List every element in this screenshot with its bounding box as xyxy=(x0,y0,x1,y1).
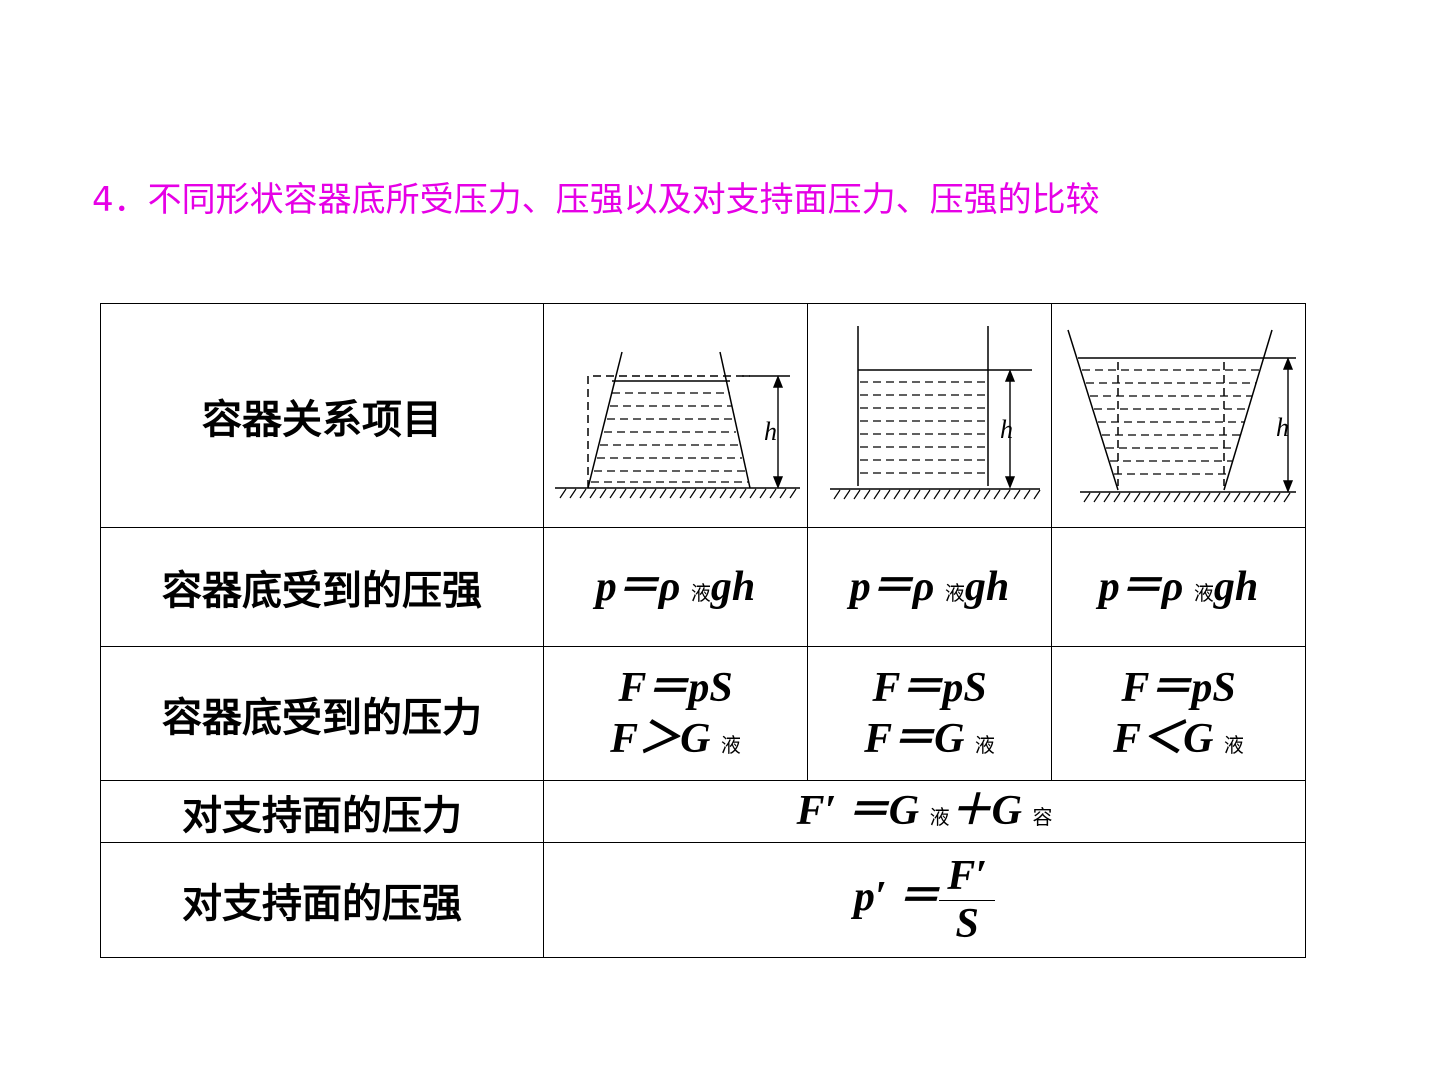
row-label-header: 容器关系项目 xyxy=(100,303,544,528)
trapezoid-narrow-top-container-diagram: h xyxy=(554,351,800,498)
height-label: h xyxy=(1276,413,1289,442)
table-row: 容器底受到的压强 p＝ρ 液gh p＝ρ 液gh p＝ρ 液gh xyxy=(100,527,1306,647)
bottom-pressure-cell-3: p＝ρ 液gh xyxy=(1051,527,1306,647)
diagram-cell-3: h xyxy=(1051,303,1306,528)
height-label: h xyxy=(1000,415,1013,444)
support-pressure-cell: p′ ＝F′S xyxy=(543,842,1306,958)
row-label-support-force: 对支持面的压力 xyxy=(100,780,544,843)
page-title: 4．不同形状容器底所受压力、压强以及对支持面压力、压强的比较 xyxy=(92,180,1100,220)
row-label-bottom-pressure: 容器底受到的压强 xyxy=(100,527,544,647)
bottom-force-cell-2: F＝pS F＝G 液 xyxy=(807,646,1052,781)
table-row: 对支持面的压强 p′ ＝F′S xyxy=(100,842,1306,958)
comparison-table: 容器关系项目 xyxy=(100,303,1306,958)
straight-wall-container-diagram: h xyxy=(829,325,1040,499)
fraction: F′S xyxy=(939,853,996,947)
height-arrow xyxy=(772,374,783,489)
row-label-support-pressure: 对支持面的压强 xyxy=(100,842,544,958)
bottom-force-cell-1: F＝pS F＞G 液 xyxy=(543,646,808,781)
diagram-cell-2: h xyxy=(807,303,1052,528)
table-row: 容器底受到的压力 F＝pS F＞G 液 F＝pS F＝G 液 F＝pS F＜G … xyxy=(100,646,1306,781)
table-row: 容器关系项目 xyxy=(100,303,1306,528)
diagram-cell-1: h xyxy=(543,303,808,528)
support-force-cell: F′ ＝G 液＋G 容 xyxy=(543,780,1306,843)
table-row: 对支持面的压力 F′ ＝G 液＋G 容 xyxy=(100,780,1306,843)
bottom-pressure-cell-2: p＝ρ 液gh xyxy=(807,527,1052,647)
height-label: h xyxy=(764,417,777,446)
bottom-pressure-cell-1: p＝ρ 液gh xyxy=(543,527,808,647)
bottom-force-cell-3: F＝pS F＜G 液 xyxy=(1051,646,1306,781)
row-label-bottom-force: 容器底受到的压力 xyxy=(100,646,544,781)
trapezoid-wide-top-container-diagram: h xyxy=(1066,329,1296,502)
